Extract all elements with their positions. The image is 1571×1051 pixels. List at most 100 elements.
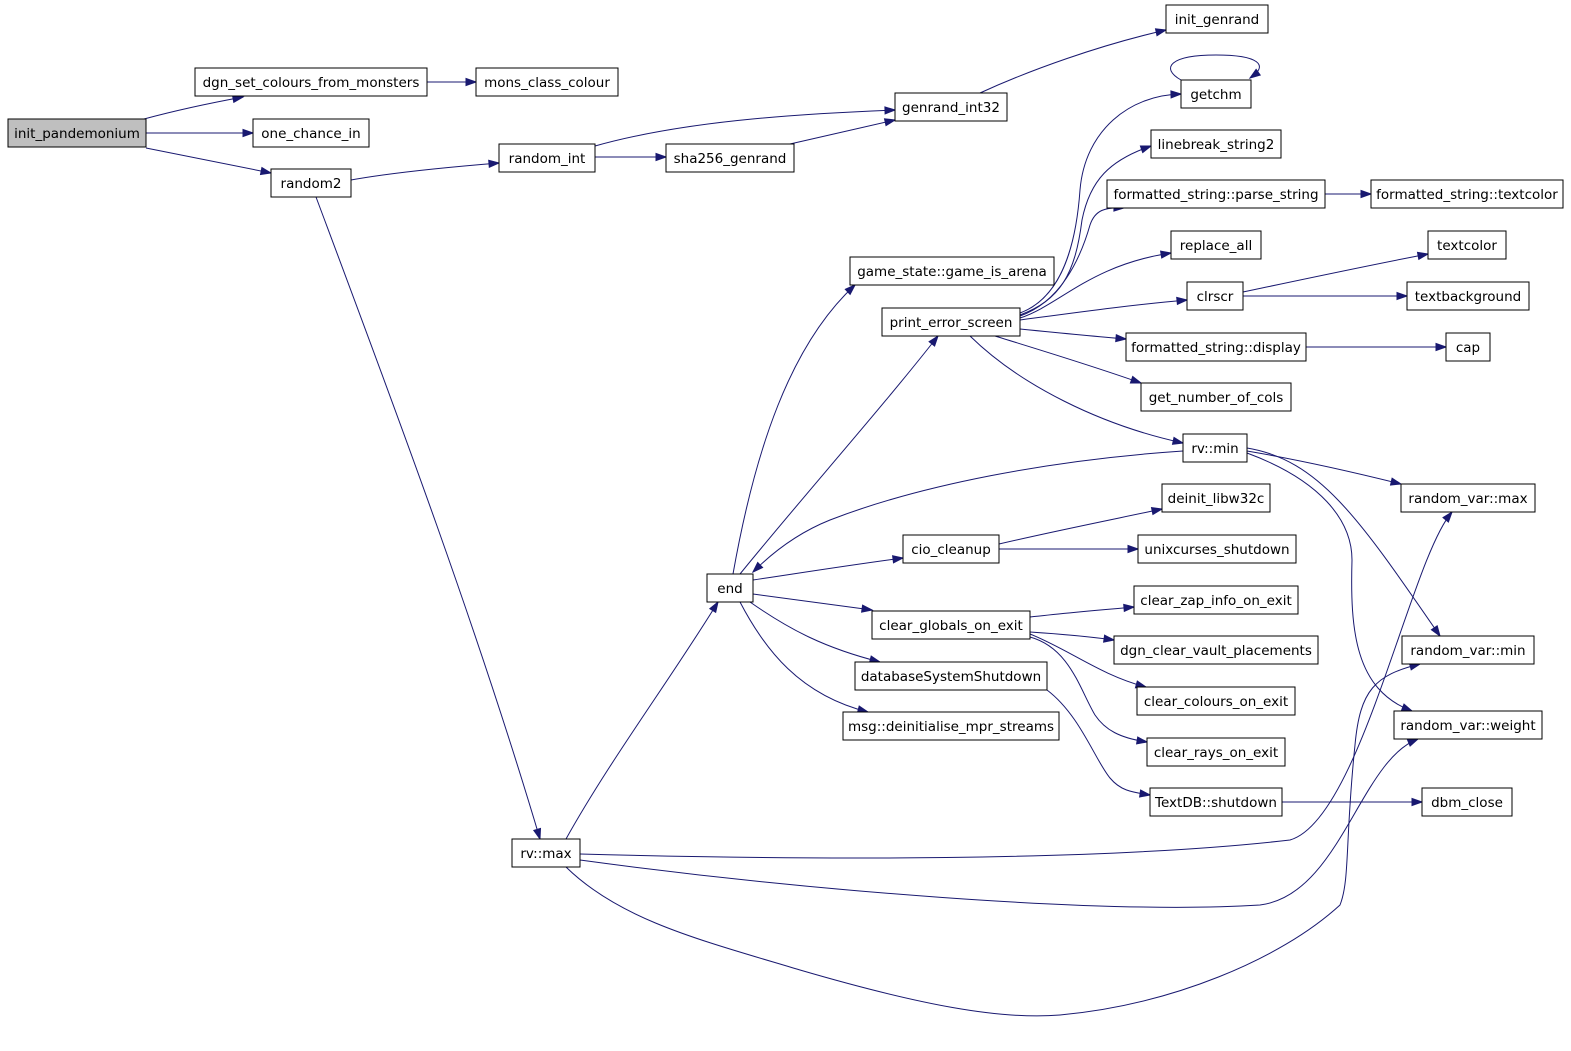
node-label-formatted-string-parse-string: formatted_string::parse_string <box>1113 187 1318 203</box>
edge-end-to-game-is-arena <box>732 284 856 575</box>
edge-random-int-to-genrand-int32 <box>594 109 896 147</box>
node-dgn-set-colours-from-monsters[interactable]: dgn_set_colours_from_monsters <box>194 67 428 97</box>
node-textcolor[interactable]: textcolor <box>1427 230 1507 260</box>
node-random-var-weight[interactable]: random_var::weight <box>1393 710 1543 740</box>
node-getchm[interactable]: getchm <box>1180 79 1252 109</box>
edge-rv-min-to-end <box>752 450 1184 573</box>
edge-clear-globals-to-dgn-clear-vault <box>1029 631 1115 641</box>
node-label-random2: random2 <box>281 176 342 192</box>
node-box-textbackground <box>1406 281 1530 311</box>
arrowhead-print-error-screen-to-fs-display <box>1115 333 1128 343</box>
node-box-random-int <box>498 143 596 173</box>
arrowhead-init-pandemonium-to-random2 <box>259 166 273 176</box>
node-random-var-max[interactable]: random_var::max <box>1400 483 1536 513</box>
node-box-sha256-genrand <box>665 143 795 173</box>
arrowhead-dgn-set-colours-to-mons-class-colour <box>465 77 478 87</box>
edge-print-error-screen-to-replace-all <box>1019 252 1172 319</box>
node-label-get-number-of-cols: get_number_of_cols <box>1149 390 1284 406</box>
edge-end-to-print-error-screen <box>739 335 939 575</box>
arrowhead-clear-globals-to-clear-rays <box>1135 736 1149 745</box>
node-label-one-chance-in: one_chance_in <box>261 126 360 142</box>
edge-print-error-screen-to-rv-min <box>969 335 1184 444</box>
node-label-end: end <box>717 581 742 597</box>
arrowhead-rv-min-to-random-var-max <box>1389 477 1403 486</box>
node-formatted-string-parse-string[interactable]: formatted_string::parse_string <box>1106 179 1326 209</box>
node-end[interactable]: end <box>706 573 754 603</box>
arrowhead-clear-globals-to-dgn-clear-vault <box>1103 634 1116 643</box>
node-print-error-screen[interactable]: print_error_screen <box>881 307 1021 337</box>
node-get-number-of-cols[interactable]: get_number_of_cols <box>1140 382 1292 412</box>
node-init-pandemonium[interactable]: init_pandemonium <box>7 118 147 148</box>
node-sha256-genrand[interactable]: sha256_genrand <box>665 143 795 173</box>
node-random-var-min[interactable]: random_var::min <box>1401 635 1535 665</box>
node-label-deinit-libw32c: deinit_libw32c <box>1168 491 1265 507</box>
node-textdb-shutdown[interactable]: TextDB::shutdown <box>1149 787 1283 817</box>
edge-rv-max-to-random-var-max <box>579 511 1453 859</box>
arrowhead-random2-to-random-int <box>488 159 501 169</box>
node-label-msg-deinitialise-mpr-streams: msg::deinitialise_mpr_streams <box>848 719 1054 735</box>
node-label-textbackground: textbackground <box>1415 289 1522 305</box>
node-genrand-int32[interactable]: genrand_int32 <box>894 92 1008 122</box>
node-msg-deinitialise-mpr-streams[interactable]: msg::deinitialise_mpr_streams <box>842 711 1060 741</box>
node-label-random-int: random_int <box>509 151 586 167</box>
node-clrscr[interactable]: clrscr <box>1186 281 1244 311</box>
node-one-chance-in[interactable]: one_chance_in <box>252 118 370 148</box>
edge-end-to-database-shutdown <box>749 601 881 663</box>
node-clear-rays-on-exit[interactable]: clear_rays_on_exit <box>1146 737 1286 767</box>
edge-print-error-screen-to-parse-string <box>1019 207 1125 317</box>
node-clear-globals-on-exit[interactable]: clear_globals_on_exit <box>871 610 1031 640</box>
node-label-clear-globals-on-exit: clear_globals_on_exit <box>879 618 1023 634</box>
arrowhead-genrand-int32-to-init-genrand <box>1154 28 1168 37</box>
node-clear-colours-on-exit[interactable]: clear_colours_on_exit <box>1136 686 1296 716</box>
arrowhead-cio-cleanup-to-deinit-libw32c <box>1150 507 1164 516</box>
node-deinit-libw32c[interactable]: deinit_libw32c <box>1161 483 1271 513</box>
node-label-textdb-shutdown: TextDB::shutdown <box>1154 795 1277 811</box>
arrowhead-print-error-screen-to-rv-min <box>1171 436 1185 445</box>
node-label-mons-class-colour: mons_class_colour <box>484 75 610 91</box>
arrowhead-random-int-to-genrand-int32 <box>884 106 897 115</box>
edge-clear-globals-to-clear-colours <box>1029 633 1147 688</box>
node-replace-all[interactable]: replace_all <box>1170 230 1262 260</box>
node-label-dgn-set-colours-from-monsters: dgn_set_colours_from_monsters <box>203 75 420 91</box>
node-cap[interactable]: cap <box>1445 332 1491 362</box>
node-label-init-genrand: init_genrand <box>1175 12 1259 28</box>
node-database-system-shutdown[interactable]: databaseSystemShutdown <box>854 661 1048 691</box>
edge-print-error-screen-to-linebreak <box>1019 145 1152 316</box>
node-box-formatted-string-display <box>1125 332 1307 362</box>
edge-database-shutdown-to-textdb-shutdown <box>1046 689 1151 796</box>
node-box-genrand-int32 <box>894 92 1008 122</box>
node-label-textcolor: textcolor <box>1437 238 1497 254</box>
arrowhead-print-error-screen-to-clrscr <box>1176 296 1189 306</box>
node-rv-min[interactable]: rv::min <box>1182 433 1248 463</box>
node-mons-class-colour[interactable]: mons_class_colour <box>475 67 619 97</box>
node-rv-max[interactable]: rv::max <box>511 838 581 868</box>
node-dgn-clear-vault-placements[interactable]: dgn_clear_vault_placements <box>1113 635 1319 665</box>
node-formatted-string-textcolor[interactable]: formatted_string::textcolor <box>1370 179 1564 209</box>
node-dbm-close[interactable]: dbm_close <box>1421 787 1513 817</box>
node-clear-zap-info-on-exit[interactable]: clear_zap_info_on_exit <box>1133 585 1299 615</box>
node-linebreak-string2[interactable]: linebreak_string2 <box>1150 129 1282 159</box>
node-cio-cleanup[interactable]: cio_cleanup <box>902 534 1000 564</box>
edge-init-pandemonium-to-dgn-set-colours <box>143 96 244 120</box>
node-unixcurses-shutdown[interactable]: unixcurses_shutdown <box>1137 534 1297 564</box>
node-game-state-game-is-arena[interactable]: game_state::game_is_arena <box>849 256 1055 286</box>
node-formatted-string-display[interactable]: formatted_string::display <box>1125 332 1307 362</box>
arrowhead-random-int-to-sha256-genrand <box>655 152 668 162</box>
arrowhead-rv-min-to-random-var-min <box>1430 624 1441 638</box>
node-random2[interactable]: random2 <box>270 168 352 198</box>
node-box-textcolor <box>1427 230 1507 260</box>
node-init-genrand[interactable]: init_genrand <box>1165 4 1269 34</box>
edge-rv-min-to-random-var-weight <box>1246 452 1413 712</box>
edge-print-error-screen-to-clrscr <box>1019 299 1188 321</box>
node-box-print-error-screen <box>881 307 1021 337</box>
arrowhead-rv-min-to-end <box>751 561 764 574</box>
node-label-rv-max: rv::max <box>520 846 571 862</box>
node-box-cap <box>1445 332 1491 362</box>
arrowhead-database-shutdown-to-textdb-shutdown <box>1139 789 1152 798</box>
node-label-cap: cap <box>1456 340 1480 356</box>
node-random-int[interactable]: random_int <box>498 143 596 173</box>
edge-clear-globals-to-clear-zap-info <box>1029 606 1135 618</box>
node-textbackground[interactable]: textbackground <box>1406 281 1530 311</box>
node-box-clear-globals-on-exit <box>871 610 1031 640</box>
arrowhead-print-error-screen-to-replace-all <box>1159 250 1173 259</box>
